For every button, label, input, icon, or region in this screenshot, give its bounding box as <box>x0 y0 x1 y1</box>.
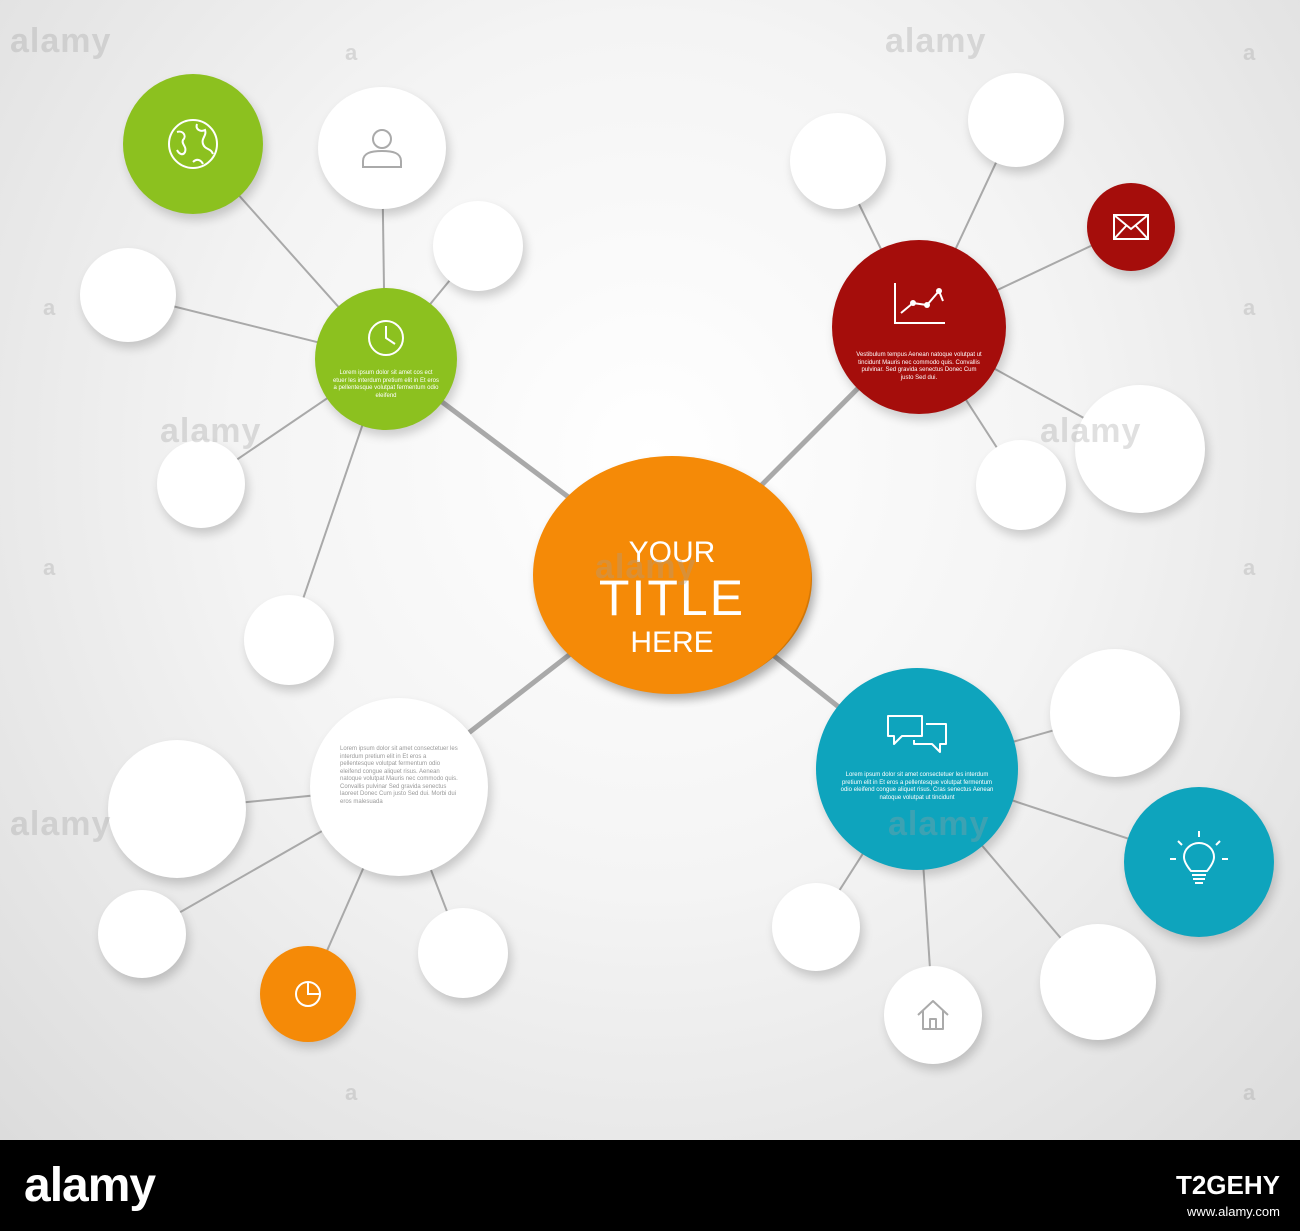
empty-node-tl-4[interactable] <box>244 595 334 685</box>
empty-node-bl-3[interactable] <box>418 908 508 998</box>
white-node-text: Lorem ipsum dolor sit amet consectetuer … <box>340 746 458 805</box>
chart-node[interactable]: Vestibulum tempus Aenean natoque volutpa… <box>832 240 1006 414</box>
empty-node-tr-2[interactable] <box>968 73 1064 167</box>
empty-node-tr-1[interactable] <box>790 113 886 209</box>
blue-node-text: Lorem ipsum dolor sit amet consectetuer … <box>840 772 994 801</box>
empty-node-br-2[interactable] <box>772 883 860 971</box>
center-title-line-1: YOUR <box>628 536 716 569</box>
footer-url: www.alamy.com <box>1187 1204 1280 1219</box>
green-node-text: Lorem ipsum dolor sit amet cos ect etuer… <box>332 370 440 399</box>
center-title-line-3: HERE <box>630 626 714 659</box>
empty-node-tl-1[interactable] <box>433 201 523 291</box>
center-title-line-2: TITLE <box>598 570 746 626</box>
footer-bar: alamy T2GEHY www.alamy.com <box>0 1140 1300 1231</box>
empty-node-tr-4[interactable] <box>976 440 1066 530</box>
globe-icon <box>168 119 218 169</box>
mind-map-canvas: YOUR TITLE HERE Lorem ipsum dolor sit am… <box>0 0 1300 1140</box>
clock-node[interactable]: Lorem ipsum dolor sit amet cos ect etuer… <box>315 288 457 430</box>
empty-node-bl-1[interactable] <box>108 740 246 878</box>
center-title-circle[interactable]: YOUR TITLE HERE <box>533 456 811 694</box>
pie-chart-node[interactable] <box>260 946 356 1042</box>
user-icon <box>362 129 402 168</box>
red-node-text: Vestibulum tempus Aenean natoque volutpa… <box>856 352 982 381</box>
empty-node-tl-3[interactable] <box>157 440 245 528</box>
chat-icon <box>887 714 947 753</box>
lightbulb-icon <box>1170 831 1228 884</box>
pie-chart-icon <box>295 981 321 1007</box>
center-title: YOUR TITLE HERE <box>533 498 811 660</box>
empty-node-br-3[interactable] <box>1040 924 1156 1040</box>
image-id: T2GEHY <box>1175 1170 1280 1200</box>
empty-node-br-1[interactable] <box>1050 649 1180 777</box>
empty-node-tl-2[interactable] <box>80 248 176 342</box>
user-node[interactable] <box>318 87 446 209</box>
home-node[interactable] <box>884 966 982 1064</box>
mail-icon <box>1113 214 1149 240</box>
chart-icon <box>894 283 945 325</box>
mail-node[interactable] <box>1087 183 1175 271</box>
clock-icon <box>368 319 404 356</box>
home-icon <box>917 1000 949 1030</box>
globe-node[interactable] <box>123 74 263 214</box>
empty-node-bl-2[interactable] <box>98 890 186 978</box>
footer-logo: alamy <box>24 1159 156 1212</box>
empty-node-tr-3[interactable] <box>1075 385 1205 513</box>
text-node-white[interactable]: Lorem ipsum dolor sit amet consectetuer … <box>310 698 488 876</box>
lightbulb-node[interactable] <box>1124 787 1274 937</box>
chat-node[interactable]: Lorem ipsum dolor sit amet consectetuer … <box>816 668 1018 870</box>
